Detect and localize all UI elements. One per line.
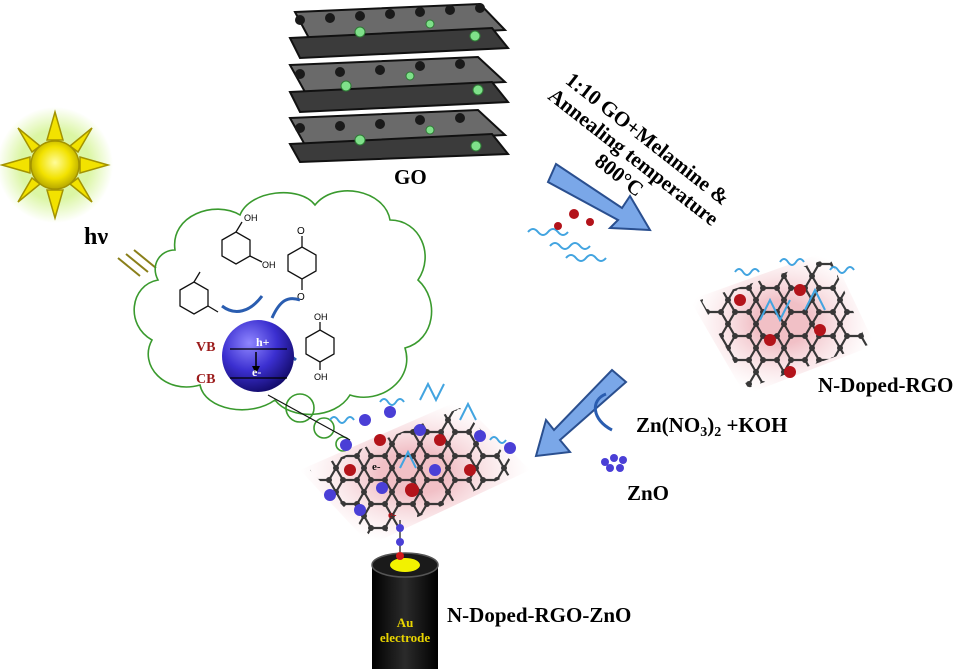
process-arrow-zno <box>534 368 628 458</box>
photon-rays-icon <box>117 249 157 277</box>
hole-label: h+ <box>256 335 270 349</box>
oxygen-label: O <box>297 226 305 237</box>
reagent-curve-arrow <box>594 392 613 432</box>
oh-label: OH <box>314 372 328 382</box>
electron-path-line <box>267 394 351 441</box>
n-doped-rgo-zno-label: N-Doped-RGO-ZnO <box>447 603 632 627</box>
process-arrow-anneal <box>546 162 652 232</box>
valence-band-label: VB <box>196 340 216 355</box>
sphere-icon <box>222 320 294 392</box>
oxygen-label: O <box>297 292 305 303</box>
conduction-band-label: CB <box>196 372 216 387</box>
oh-label: OH <box>314 312 328 322</box>
n-doped-rgo-label: N-Doped-RGO <box>818 373 954 397</box>
zn-reagent-label: Zn(NO3)2 +KOH <box>636 413 788 440</box>
electron-label: e- <box>252 365 261 379</box>
oh-label: OH <box>244 213 258 223</box>
ortho-quinone-structure <box>179 271 219 315</box>
hydroquinone-structure <box>305 322 335 370</box>
n-doped-rgo-sheet <box>690 250 875 395</box>
oh-label: OH <box>262 260 276 270</box>
go-label: GO <box>394 165 427 189</box>
benzoquinone-structure <box>287 236 317 290</box>
electron-label: e- <box>388 509 397 521</box>
electron-label: e- <box>372 461 381 473</box>
electrode-icon <box>371 552 439 669</box>
au-electrode-label: Au electrode <box>379 615 431 645</box>
catechol-structure <box>221 221 263 265</box>
melamine-wave-icon <box>527 228 607 262</box>
photon-label: hν <box>84 224 109 250</box>
zno-particles <box>601 454 627 472</box>
go-stack-illustration <box>288 2 511 164</box>
n-doped-rgo-zno-sheet <box>300 381 530 545</box>
zno-label: ZnO <box>627 481 670 505</box>
sun-icon <box>0 107 113 223</box>
